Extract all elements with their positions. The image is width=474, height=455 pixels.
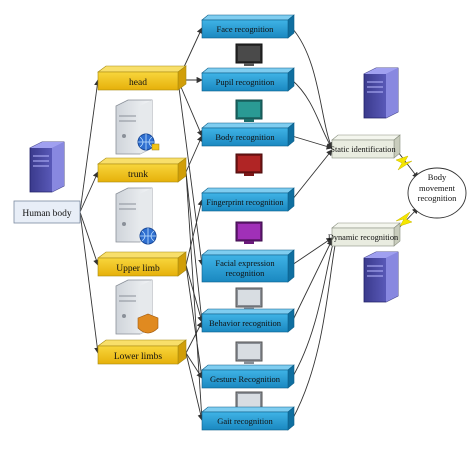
recognition-label-gait: Gait recognition <box>217 416 273 426</box>
recognition-label-face: Face recognition <box>217 24 275 34</box>
part-node-head: head <box>97 65 187 91</box>
monitor-icon <box>235 153 263 176</box>
shield-icon <box>137 313 159 334</box>
static-identification-node: Static identification <box>330 134 401 159</box>
recognition-label-behavior: Behavior recognition <box>209 318 282 328</box>
recognition-label-gesture: Gesture Recognition <box>210 374 281 384</box>
recognition-node-body: Body recognition <box>201 122 295 147</box>
globe-icon <box>137 133 160 151</box>
part-label-lower-limbs: Lower limbs <box>114 352 163 362</box>
recognition-node-gait: Gait recognition <box>201 406 295 431</box>
recognition-node-fingerprint: Fingerprint recognition <box>201 187 295 212</box>
monitor-icon <box>235 341 263 364</box>
server-icon <box>29 141 65 193</box>
recognition-label-facial-expression: Facial expression recognition <box>215 258 275 278</box>
static-identification-label: Static identification <box>330 145 396 154</box>
recognition-label-pupil: Pupil recognition <box>216 77 276 87</box>
human-body-node: Human body <box>13 200 81 224</box>
body-movement-recognition-node: Body movement recognition <box>407 167 467 219</box>
dynamic-recognition-node: Dynamic recognition <box>328 222 401 247</box>
lightning-icon <box>395 155 413 171</box>
recognition-node-facial-expression: Facial expression recognition <box>201 249 295 283</box>
recognition-node-pupil: Pupil recognition <box>201 67 295 92</box>
recognition-label-fingerprint: Fingerprint recognition <box>206 198 284 207</box>
body-movement-recognition-label: Body movement recognition <box>417 172 457 203</box>
recognition-node-gesture: Gesture Recognition <box>201 364 295 389</box>
monitor-icon <box>235 221 263 244</box>
recognition-node-behavior: Behavior recognition <box>201 308 295 333</box>
server-icon <box>363 67 399 119</box>
recognition-label-body: Body recognition <box>215 132 275 142</box>
human-body-label: Human body <box>22 209 72 219</box>
globe-icon <box>139 227 157 245</box>
part-node-lower-limbs: Lower limbs <box>97 339 187 365</box>
part-label-trunk: trunk <box>128 170 148 180</box>
monitor-icon <box>235 99 263 122</box>
part-node-upper-limb: Upper limb <box>97 251 187 277</box>
monitor-icon <box>235 287 263 310</box>
monitor-icon <box>235 43 263 66</box>
part-label-head: head <box>129 78 147 88</box>
part-node-trunk: trunk <box>97 157 187 183</box>
dynamic-recognition-label: Dynamic recognition <box>328 233 399 242</box>
server-icon <box>363 251 399 303</box>
part-label-upper-limb: Upper limb <box>116 264 160 274</box>
recognition-node-face: Face recognition <box>201 14 295 39</box>
